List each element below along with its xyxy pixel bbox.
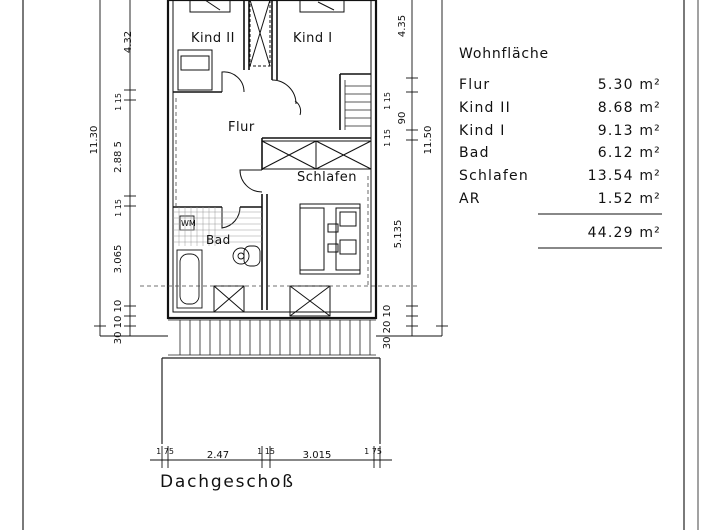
dim-left-2: 1 15 [114, 93, 123, 111]
dim-left-5: 3.065 [113, 245, 124, 274]
dim-left-1: 4.32 [123, 31, 134, 53]
area-row-name: AR [459, 190, 481, 207]
room-label-bad: Bad [206, 233, 231, 247]
room-label-schlafen: Schlafen [297, 170, 357, 185]
lower-outline [161, 357, 381, 444]
area-row: AR 1.52 m² [459, 191, 661, 214]
dim-chain-left [94, 0, 168, 337]
room-label-flur: Flur [228, 120, 255, 135]
area-row-name: Kind II [459, 99, 511, 116]
area-row: Schlafen 13.54 m² [459, 168, 661, 191]
area-row: Kind II 8.68 m² [459, 100, 661, 123]
dim-bottom-1: 1 75 [156, 447, 174, 456]
furniture-beds [177, 49, 361, 275]
dim-left-total: 11.30 [89, 126, 100, 155]
interior-walls [173, 0, 371, 310]
stairs-bottom [168, 319, 376, 356]
area-table-total: 44.29 m² [587, 225, 661, 241]
dim-right-1: 4.35 [397, 15, 408, 37]
room-label-wm: WM [181, 219, 196, 228]
area-row-name: Kind I [459, 122, 506, 139]
area-row-value: 1.52 m² [597, 190, 661, 207]
area-row-value: 8.68 m² [597, 99, 661, 116]
storage-ar [261, 140, 372, 170]
dim-left-4: 1 15 [114, 199, 123, 217]
area-row-name: Schlafen [459, 168, 529, 185]
room-label-kind1: Kind I [293, 31, 333, 46]
tile-grid [173, 207, 262, 246]
bathroom-fixtures [176, 215, 261, 309]
dashed-lines [140, 98, 420, 287]
dim-right-2: 1 15 [383, 92, 392, 110]
stairs-upper [344, 80, 371, 130]
area-row: Flur 5.30 m² [459, 77, 661, 100]
dim-left-6: 30 10 10 [113, 300, 124, 345]
area-row-value: 9.13 m² [597, 122, 661, 139]
area-row-name: Bad [459, 145, 490, 162]
dim-right-6: 30 20 10 [382, 305, 393, 350]
dim-bottom-2: 2.47 [207, 450, 229, 461]
dim-right-5: 5.135 [393, 220, 404, 249]
area-table: Flur 5.30 m² Kind II 8.68 m² Kind I 9.13… [459, 77, 661, 214]
dim-right-3: 90 [397, 112, 408, 125]
dim-left-3: 2.88 5 [113, 141, 124, 173]
area-table-title: Wohnfläche [459, 46, 549, 62]
room-label-kind2: Kind II [191, 31, 235, 46]
dim-bottom-4: 3.015 [303, 450, 332, 461]
dim-right-4: 1 15 [383, 129, 392, 147]
dim-bottom-3: 1 15 [257, 447, 275, 456]
area-row-value: 6.12 m² [597, 145, 661, 162]
dim-bottom-5: 1 75 [364, 447, 382, 456]
area-row-value: 5.30 m² [597, 77, 661, 93]
floor-title: Dachgeschoß [160, 472, 295, 492]
area-row-name: Flur [459, 77, 491, 93]
dim-chain-bottom [150, 446, 392, 468]
skylights [213, 285, 331, 317]
dim-chain-right [376, 0, 448, 337]
area-row: Bad 6.12 m² [459, 145, 661, 168]
area-row: Kind I 9.13 m² [459, 123, 661, 146]
door-arcs [221, 71, 302, 229]
dim-right-total: 11.50 [423, 126, 434, 155]
furniture-desks [189, 0, 345, 67]
area-row-value: 13.54 m² [587, 168, 661, 185]
